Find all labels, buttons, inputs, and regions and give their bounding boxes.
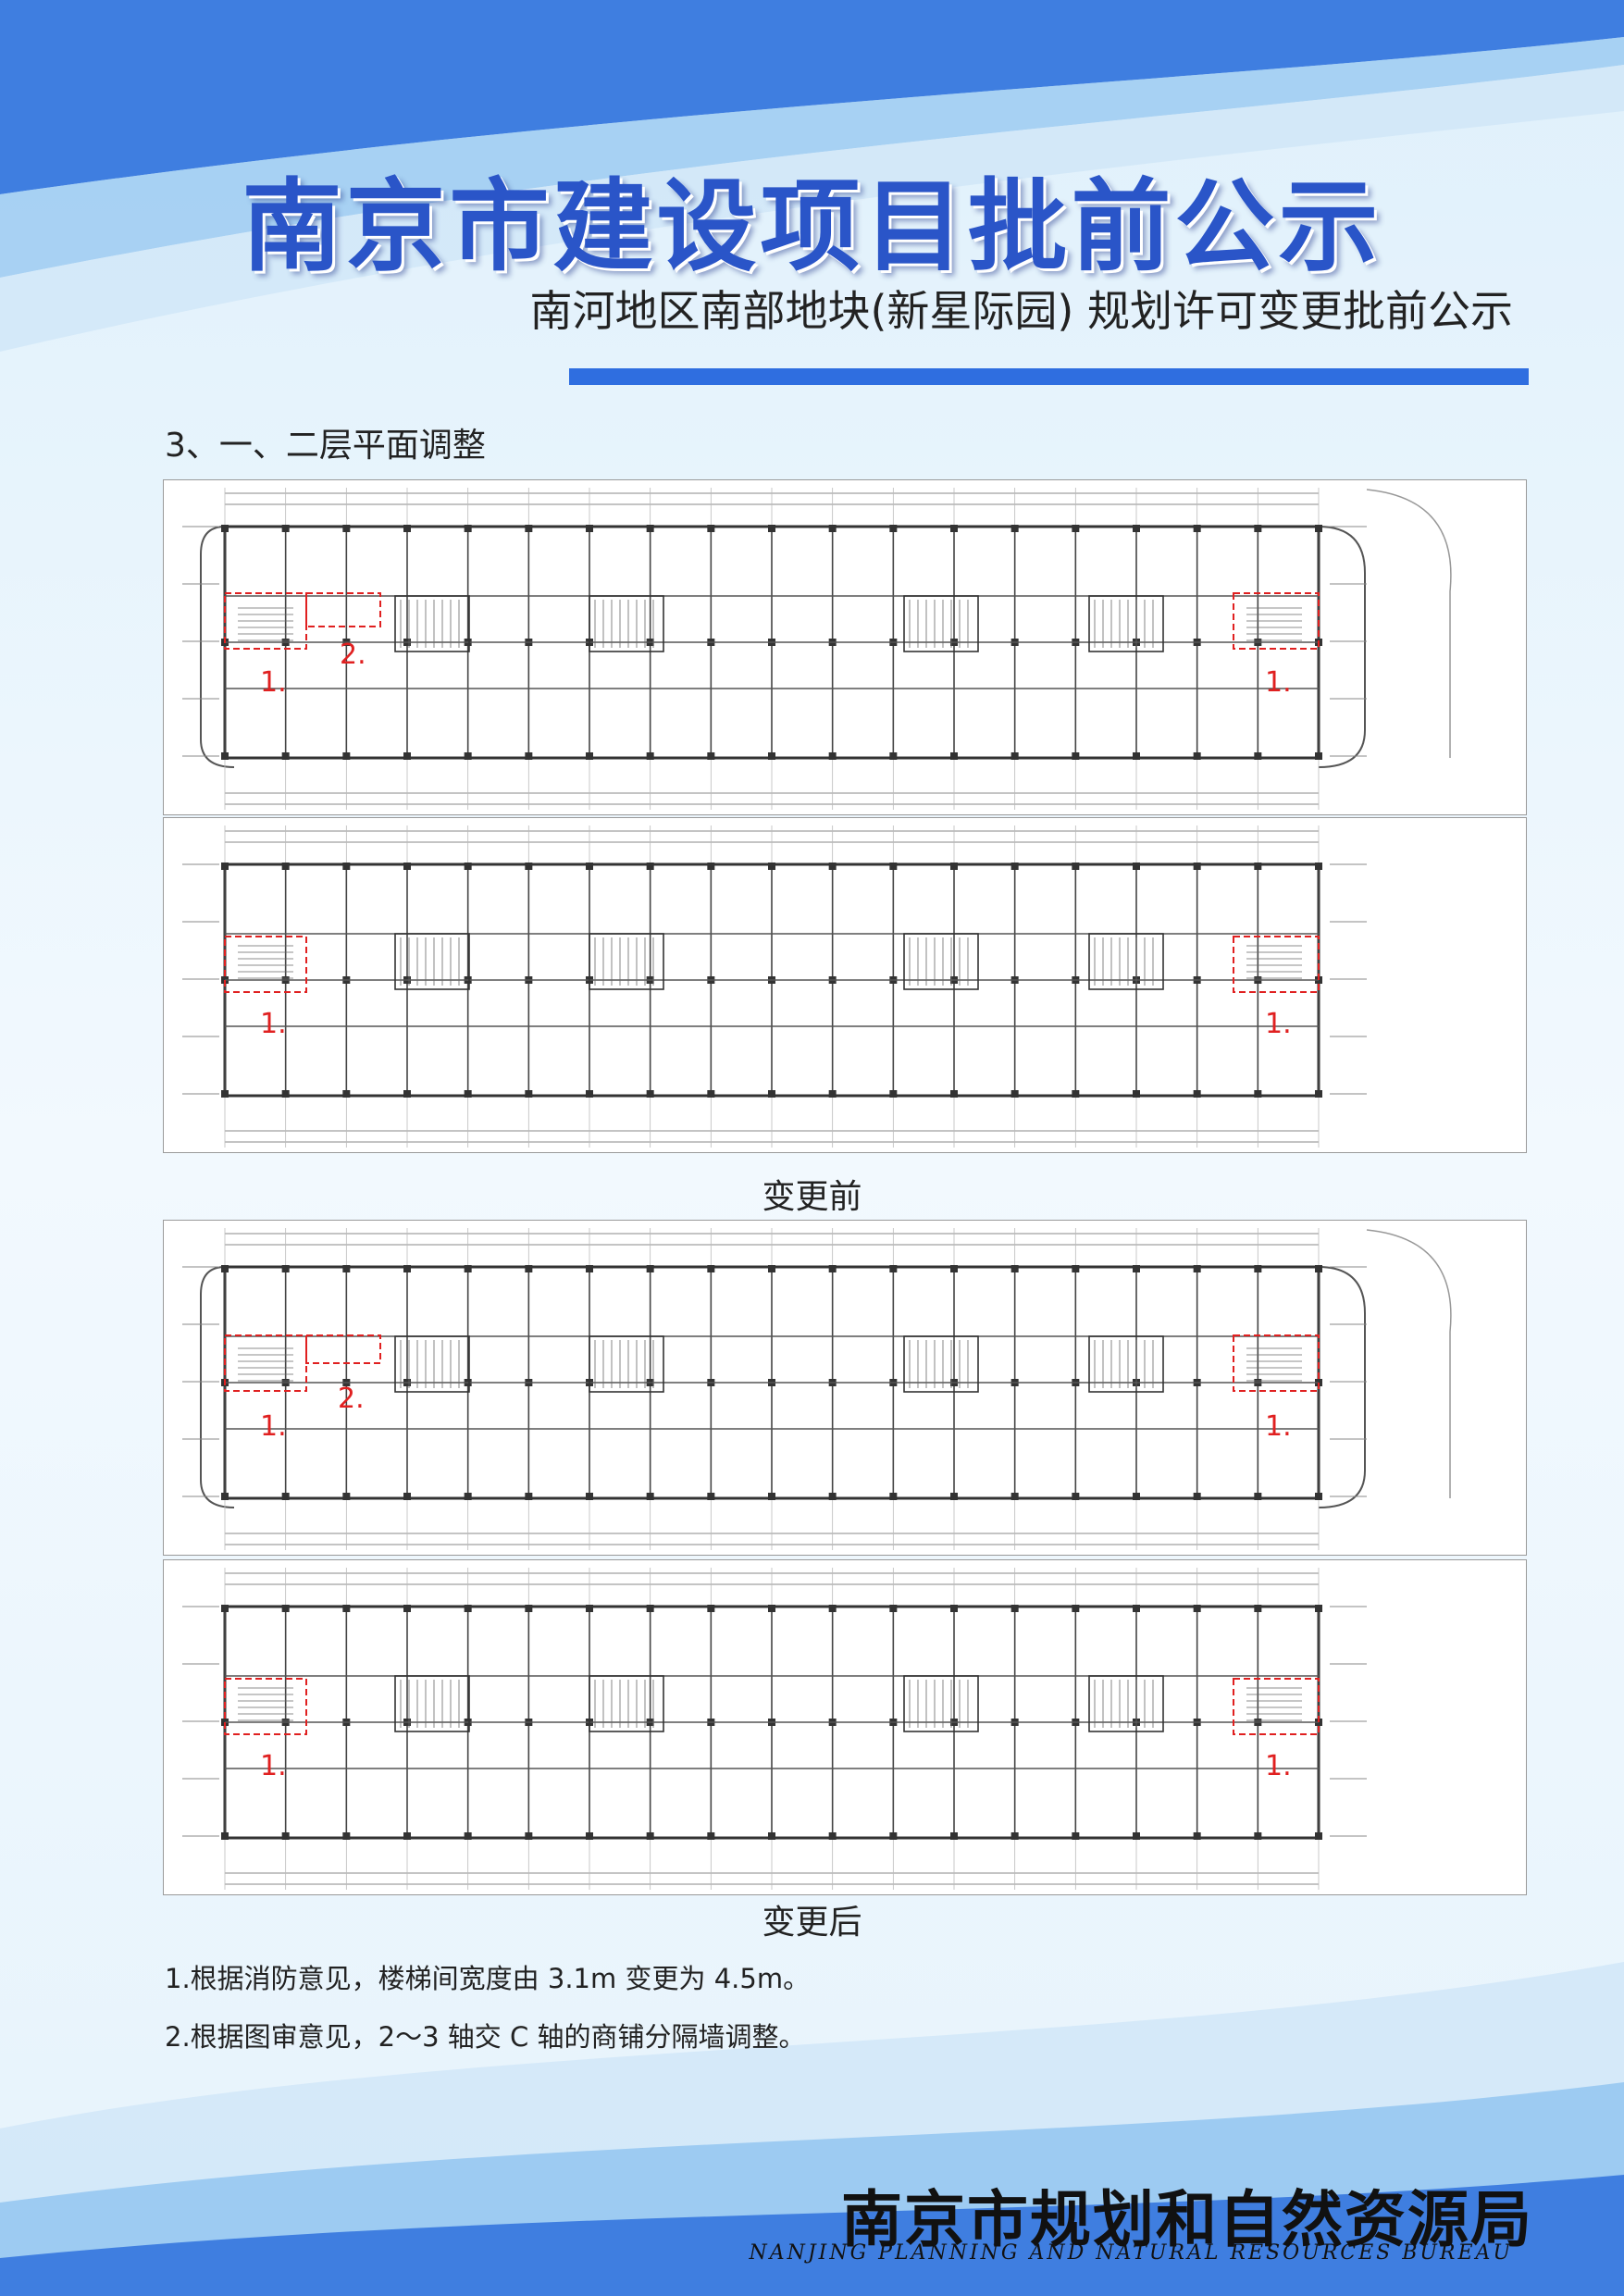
- dashed-marker-box: [224, 1334, 307, 1392]
- note-item: 2.根据图审意见，2～3 轴交 C 轴的商铺分隔墙调整。: [165, 2021, 806, 2053]
- plan-before-floor2: 1. 1.: [163, 817, 1527, 1153]
- marker-label: 1.: [260, 666, 287, 699]
- dashed-marker-box: [224, 936, 307, 993]
- dashed-marker-box: [1233, 1678, 1320, 1735]
- dashed-marker-box: [224, 592, 307, 650]
- marker-label: 1.: [260, 1750, 287, 1782]
- dashed-marker-box: [305, 1334, 381, 1364]
- floor-plan-drawing: 1. 1.: [182, 1568, 1367, 1890]
- page-title: 南京市建设项目批前公示: [242, 168, 1382, 285]
- marker-label: 1.: [1265, 1410, 1292, 1443]
- dashed-marker-box: [1233, 1334, 1320, 1392]
- marker-label: 1.: [1265, 1008, 1292, 1040]
- marker-label: 1.: [260, 1008, 287, 1040]
- plan-after-floor1: 1. 2. 1.: [163, 1220, 1527, 1556]
- title-underline-bar: [569, 368, 1529, 385]
- dashed-marker-box: [224, 1678, 307, 1735]
- marker-label: 2.: [340, 639, 366, 671]
- floor-plan-drawing: 1. 2. 1.: [182, 488, 1452, 810]
- marker-label: 1.: [260, 1410, 287, 1443]
- plan-linework: [182, 1228, 1452, 1550]
- dashed-marker-box: [1233, 936, 1320, 993]
- dashed-marker-box: [305, 592, 381, 627]
- floor-plan-drawing: 1. 2. 1.: [182, 1228, 1452, 1550]
- note-item: 1.根据消防意见，楼梯间宽度由 3.1m 变更为 4.5m。: [165, 1963, 811, 1994]
- plan-after-floor2: 1. 1.: [163, 1559, 1527, 1895]
- dashed-marker-box: [1233, 592, 1320, 650]
- caption-after: 变更后: [762, 1904, 862, 1942]
- floor-plan-drawing: 1. 1.: [182, 825, 1367, 1148]
- footer-org-name: 南京市规划和自然资源局: [841, 2183, 1533, 2255]
- marker-label: 2.: [338, 1383, 365, 1415]
- plan-linework: [182, 825, 1367, 1148]
- marker-label: 1.: [1265, 1750, 1292, 1782]
- section-heading: 3、一、二层平面调整: [165, 427, 486, 465]
- footer-org-name-en: NANJING PLANNING AND NATURAL RESOURCES B…: [749, 2241, 1513, 2265]
- page-subtitle: 南河地区南部地块(新星际园) 规划许可变更批前公示: [529, 286, 1513, 336]
- marker-label: 1.: [1265, 666, 1292, 699]
- caption-before: 变更前: [762, 1178, 862, 1216]
- plan-linework: [182, 1568, 1367, 1890]
- plan-before-floor1: 1. 2. 1.: [163, 479, 1527, 815]
